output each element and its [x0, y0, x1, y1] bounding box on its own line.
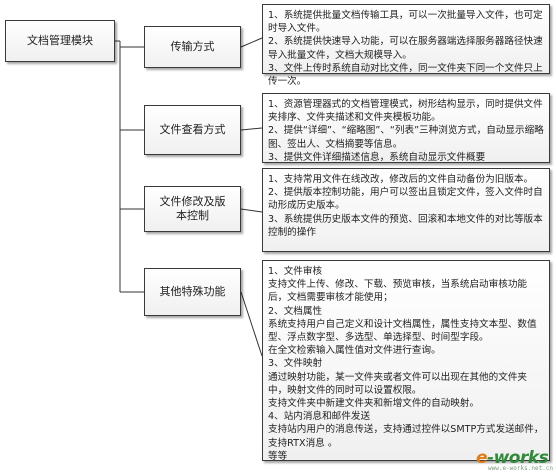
detail-other-box: 1、文件审核 支持文件上传、修改、下载、预览审核，当系统启动审核功能后，文档需要… [262, 260, 550, 462]
detail-item: 3、提供文件详细描述信息，系统自动显示文件概要 [268, 151, 486, 163]
category-version-node: 文件修改及版本控制 [144, 186, 241, 232]
detail-item: 2、系统提供快速导入功能，可以在服务器端选择服务器路径快速导入批量文件，文档大规… [268, 36, 543, 61]
watermark-prefix: e [476, 448, 488, 468]
detail-item: 在全文检索输入属性值对文件进行查询。 [268, 345, 441, 357]
connector-detail-2 [240, 127, 263, 131]
watermark-logo: e-works [476, 448, 549, 468]
connector-detail-4 [240, 291, 263, 357]
detail-transfer-box: 1、系统提供批量文档传输工具，可以一次批量导入文件，也可定时导入文件。 2、系统… [262, 4, 550, 87]
detail-item: 1、支持常用文件在线改改，修改后的文件自动备份为旧版本。 [268, 174, 534, 185]
detail-item: 3、文件上传时系统自动对比文件，同一文件夹下同一个文件只上传一次。 [268, 62, 543, 88]
connector-detail-3 [240, 208, 263, 213]
category-label: 文件修改及版本控制 [159, 195, 226, 222]
detail-item: 支持文件夹中新建文件夹和新增文件的自动映射。 [268, 398, 480, 410]
detail-item: 系统支持用户自己定义和设计文档属性，属性支持文本型、数值型、浮点数字型、多选型、… [268, 318, 537, 344]
watermark-url: www.e-works.net.cn [488, 465, 554, 472]
detail-item: 3、系统提供历史版本文件的预览、回滚和本地文件的对比等版本控制的操作 [268, 213, 543, 238]
detail-item: 3、文件映射 [268, 358, 323, 370]
detail-item: 2、提供版本控制功能，用户可以签出且锁定文件，签入文件时自动形成历史版本。 [268, 187, 543, 212]
detail-item: 1、系统提供批量文档传输工具，可以一次批量导入文件，也可定时导入文件。 [268, 10, 543, 35]
detail-item: 通过映射功能，某一文件夹或者文件可以出现在其他的文件夹中，映射文件的同时可以设置… [268, 371, 528, 396]
category-transfer-node: 传输方式 [144, 26, 241, 68]
category-other-node: 其他特殊功能 [144, 268, 241, 316]
detail-item: 支持站内用户的消息传送，支持通过控件以SMTP方式发送邮件，支持RTX消息 。 [268, 424, 544, 449]
detail-item: 等等 [268, 450, 288, 462]
detail-view-box: 1、资源管理器式的文档管理模式，树形结构显示，同时提供文件夹排序、文件夹描述和文… [262, 93, 550, 163]
detail-item: 1、资源管理器式的文档管理模式，树形结构显示，同时提供文件夹排序、文件夹描述和文… [268, 99, 543, 124]
root-label: 文档管理模块 [27, 34, 93, 47]
category-label: 文件查看方式 [159, 123, 226, 136]
detail-item: 1、文件审核 [268, 266, 323, 277]
detail-item: 4、站内消息和邮件发送 [268, 411, 371, 423]
detail-version-box: 1、支持常用文件在线改改，修改后的文件自动备份为旧版本。 2、提供版本控制功能，… [262, 168, 550, 252]
watermark-main: -works [487, 448, 549, 468]
connector-detail-1 [240, 37, 263, 48]
detail-item: 2、文档属性 [268, 305, 323, 317]
category-label: 传输方式 [170, 40, 215, 53]
detail-item: 支持文件上传、修改、下载、预览审核，当系统启动审核功能后，文档需要审核才能使用； [268, 279, 528, 304]
category-label: 其他特殊功能 [159, 285, 226, 298]
detail-item: 2、提供“详细”、“缩略图”、“列表”三种浏览方式，自动显示缩略图、签出人、文档… [268, 125, 544, 150]
category-view-node: 文件查看方式 [144, 105, 241, 155]
root-node: 文档管理模块 [5, 20, 115, 62]
